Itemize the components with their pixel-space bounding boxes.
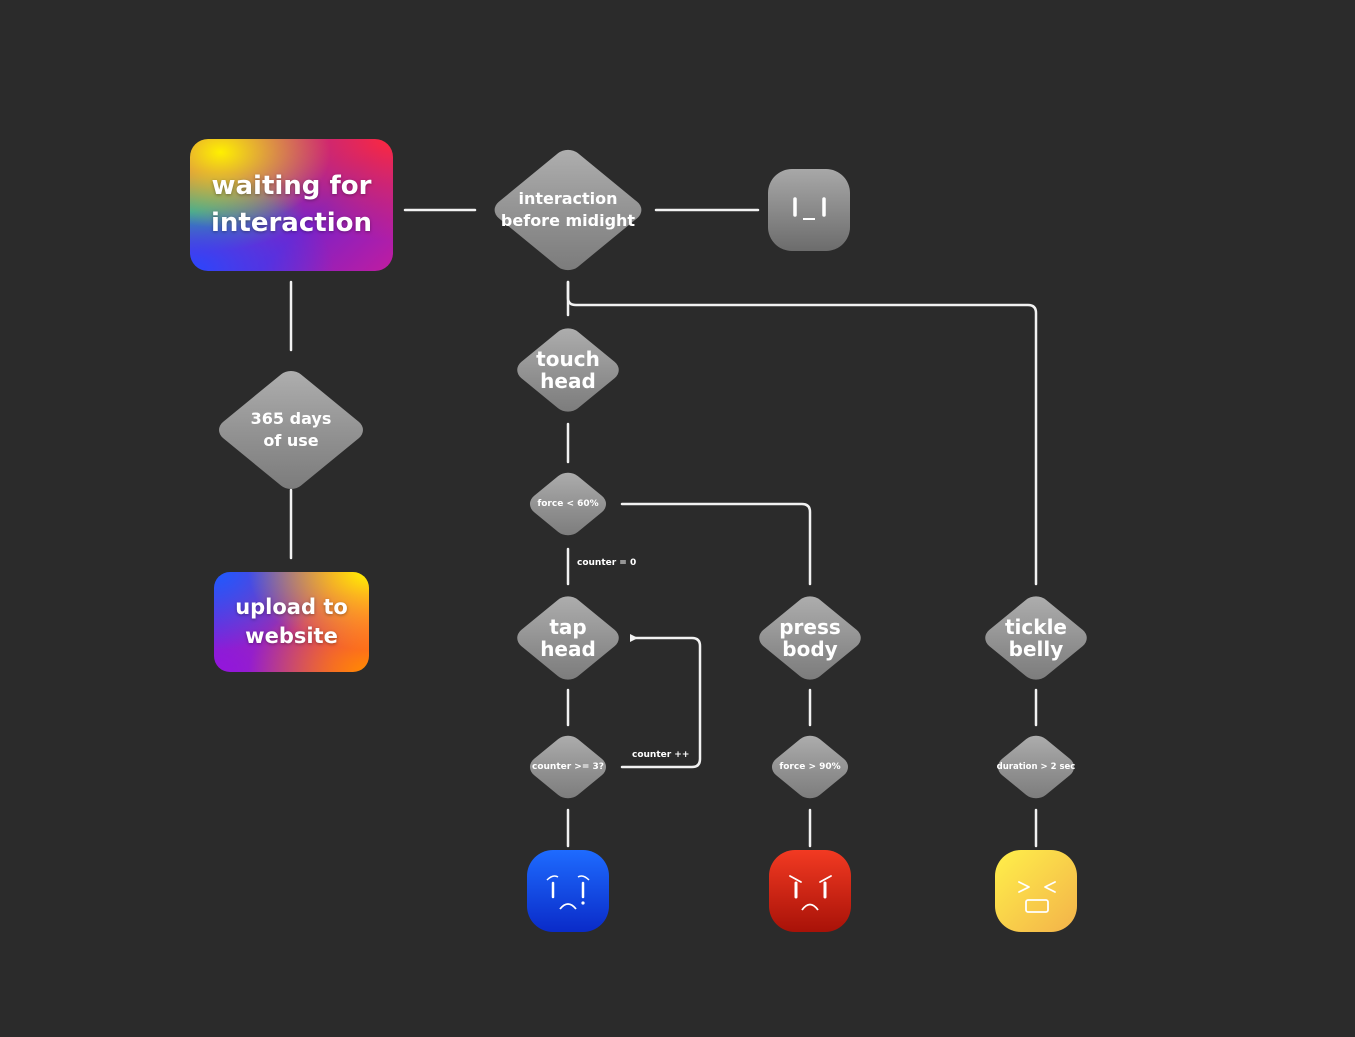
edge-counter-loop: [620, 634, 702, 769]
edge-label-counter-reset: counter = 0: [577, 558, 637, 568]
decision-touch-head: touch head: [511, 323, 625, 417]
decision-tickle-belly-label: tickle belly: [1005, 615, 1067, 661]
happy-face-icon: [995, 850, 1077, 932]
decision-tap-head: tap head: [511, 591, 625, 685]
waiting-label: waiting for interaction: [211, 171, 372, 238]
angry-face-icon: [769, 850, 851, 932]
edge-force-press: [620, 502, 812, 586]
decision-press-body: press body: [753, 591, 867, 685]
decision-force-lt-60: force < 60%: [524, 468, 612, 540]
decision-force-lt-label: force < 60%: [537, 499, 599, 509]
sad-face-icon: [527, 850, 609, 932]
decision-tickle-belly: tickle belly: [979, 591, 1093, 685]
decision-duration: duration > 2 sec: [992, 731, 1080, 803]
decision-tap-head-label: tap head: [540, 615, 596, 661]
decision-press-body-label: press body: [779, 615, 841, 661]
edge-interaction-tickle: [566, 280, 1038, 586]
upload-to-website-box: upload to website: [214, 572, 369, 672]
edge-label-counter-increment: counter ++: [632, 750, 690, 760]
decision-interaction-before-midnight: interaction before midight: [488, 145, 648, 275]
decision-counter-label: counter >= 3?: [531, 762, 604, 772]
decision-force-gt-90: force > 90%: [766, 731, 854, 803]
decision-force-gt-label: force > 90%: [779, 762, 841, 772]
decision-touch-head-label: touch head: [536, 347, 600, 393]
upload-label: upload to website: [235, 595, 348, 648]
waiting-for-interaction-box: waiting for interaction: [190, 139, 393, 271]
decision-365-days: 365 days of use: [213, 366, 369, 494]
decision-365-days-label: 365 days of use: [250, 409, 332, 450]
decision-duration-label: duration > 2 sec: [996, 762, 1076, 772]
decision-counter-check: counter >= 3?: [524, 731, 612, 803]
neutral-face-icon: [768, 169, 850, 251]
decision-interaction-label: interaction before midight: [500, 189, 636, 230]
